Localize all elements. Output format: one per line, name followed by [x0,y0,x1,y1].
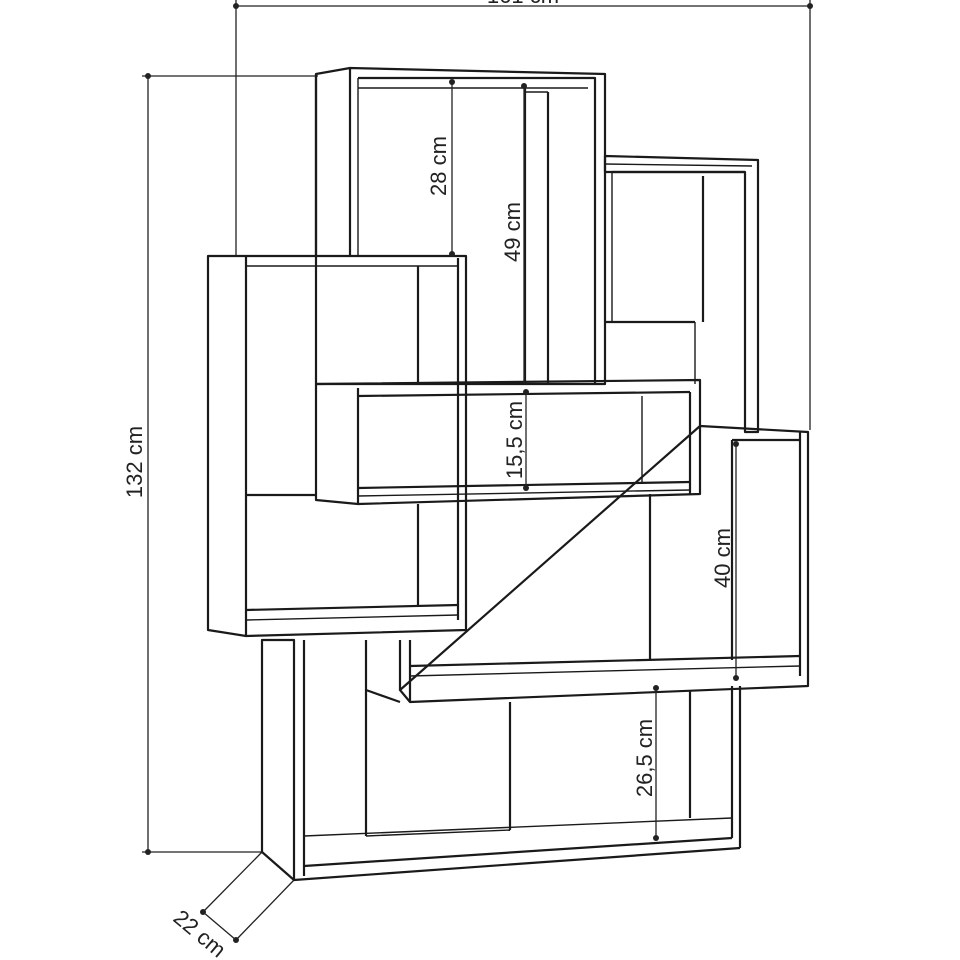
dim-49 [521,83,527,384]
top-tall-box [314,66,607,386]
dim-40 [733,441,739,681]
dim-49-label: 49 cm [500,202,525,262]
dim-26-5 [653,685,659,841]
bottom-box [260,638,742,882]
depth-label: 22 cm [169,905,231,960]
height-label: 132 cm [122,426,147,498]
dim-40-label: 40 cm [710,528,735,588]
dim-15-5 [523,389,529,491]
dim-28 [449,79,455,257]
width-label: 161 cm [487,0,559,8]
dim-26-5-label: 26,5 cm [632,719,657,797]
dim-15-5-label: 15,5 cm [502,401,527,479]
height-dimension [142,73,318,855]
width-dimension [233,0,813,430]
left-box [206,254,468,638]
upper-right-box [603,154,760,434]
right-lower-box [398,424,810,704]
depth-dimension [200,851,295,943]
dim-28-label: 28 cm [426,136,451,196]
